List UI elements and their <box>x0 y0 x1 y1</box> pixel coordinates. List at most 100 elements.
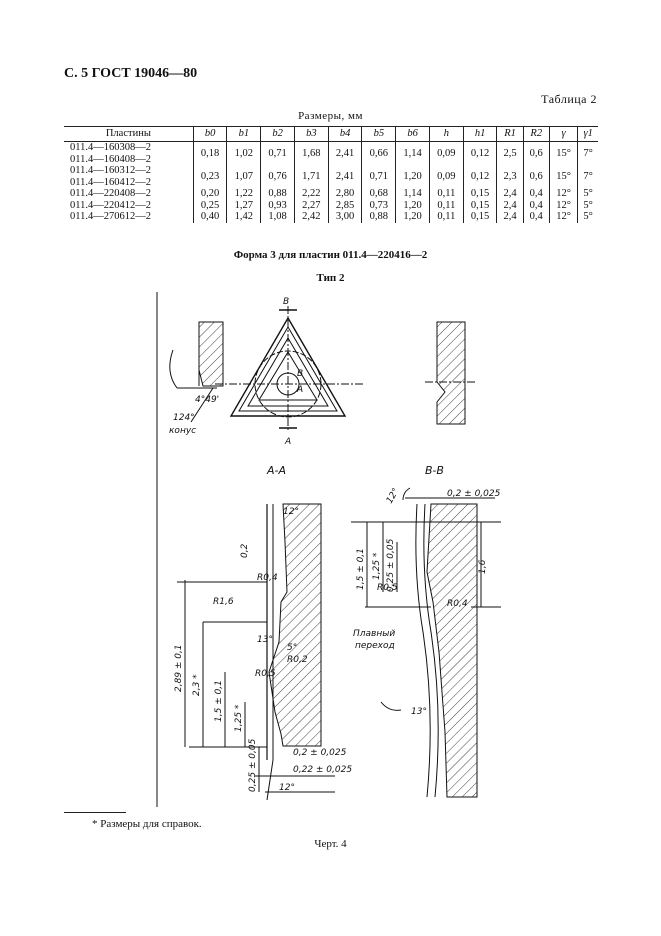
bb-smooth-1: Плавный <box>353 629 395 639</box>
table-cell: 2,27 <box>293 199 329 211</box>
table-cell: 0,11 <box>428 211 464 223</box>
table-cell: 1,68 <box>293 141 329 165</box>
section-bb-title: B-B <box>425 464 444 477</box>
column-header: b3 <box>293 126 329 142</box>
bb-dim-025: 0,25 ± 0,05 <box>386 538 396 592</box>
table-cell: 1,20 <box>395 165 430 188</box>
aa-dim-23: 2,3 * <box>192 674 202 696</box>
aa-angle-13: 13° <box>257 635 273 645</box>
table-cell: 5° <box>577 188 598 200</box>
table-cell: 1,20 <box>395 199 430 211</box>
table-cell: 5° <box>577 199 598 211</box>
figure-caption: Черт. 4 <box>314 838 347 850</box>
table-cell: 3,00 <box>327 211 362 223</box>
plate-designation-cell: 011.4—270612—2 <box>64 211 193 223</box>
table-cell: 2,42 <box>293 211 329 223</box>
column-header: Пластины <box>64 126 194 142</box>
section-aa-title: A-A <box>266 464 286 477</box>
bb-dim-16: 1,6 <box>478 559 488 574</box>
column-header: b4 <box>327 126 362 142</box>
bb-dim-15: 1,5 ± 0,1 <box>356 548 366 590</box>
section-aa <box>177 503 335 801</box>
table-cell: 0,4 <box>522 211 550 223</box>
bb-r05: R0,5 <box>377 583 398 593</box>
footnote-rule <box>64 812 126 813</box>
table-cell: 2,4 <box>496 211 524 223</box>
table-cell: 0,71 <box>260 141 295 165</box>
table-cell: 1,08 <box>260 211 295 223</box>
table-cell: 5° <box>577 211 598 223</box>
table-cell: 0,68 <box>361 188 396 200</box>
table-cell: 15° <box>548 141 578 165</box>
side-view-left <box>169 321 224 423</box>
table-cell: 12° <box>548 188 578 200</box>
aa-dim-15: 1,5 ± 0,1 <box>214 680 224 722</box>
table-cell: 2,41 <box>327 141 362 165</box>
column-header: h <box>428 126 464 142</box>
table-cell: 0,6 <box>522 165 550 188</box>
column-header: R1 <box>496 126 524 142</box>
table-cell: 0,09 <box>428 141 464 165</box>
table-cell: 0,76 <box>260 165 295 188</box>
bb-angle-13: 13° <box>411 707 427 717</box>
table-cell: 0,93 <box>260 199 295 211</box>
table-cell: 2,22 <box>293 188 329 200</box>
table-cell: 0,4 <box>522 199 550 211</box>
table-cell: 12° <box>548 211 578 223</box>
drawing-labels: B B A A 4°49' 124° конус A-A B-B 12° 0,2… <box>169 297 501 793</box>
table-cell: 1,07 <box>226 165 261 188</box>
table-cell: 7° <box>577 141 598 165</box>
table-cell: 0,66 <box>361 141 396 165</box>
table-cell: 0,09 <box>428 165 464 188</box>
sizes-table: Пластины b0 b1 b2 b3 b4 b5 b6 h h1 R1 R2… <box>64 126 598 223</box>
table-cell: 15° <box>548 165 578 188</box>
bb-smooth-2: переход <box>355 641 395 651</box>
aa-r02: R0,2 <box>287 655 308 665</box>
table-cell: 2,4 <box>496 199 524 211</box>
table-cell: 2,3 <box>496 165 524 188</box>
table-cell: 1,27 <box>226 199 261 211</box>
label-a-mid: A <box>296 385 303 395</box>
table-cell: 0,18 <box>192 141 227 165</box>
table-cell: 0,88 <box>260 188 295 200</box>
plate-designation: 011.4—160408—2 <box>70 153 151 165</box>
table-cell: 2,5 <box>496 141 524 165</box>
bb-angle-12: 12° <box>385 487 402 506</box>
column-header: h1 <box>462 126 497 142</box>
table-cell: 0,4 <box>522 188 550 200</box>
plate-designation: 011.4—160312—2 <box>70 165 151 176</box>
aa-dim-02-025: 0,2 ± 0,025 <box>293 748 347 758</box>
table-cell: 7° <box>577 165 598 188</box>
table-cell: 0,25 <box>192 199 227 211</box>
column-header: γ <box>548 126 578 142</box>
table-cell: 0,11 <box>428 188 464 200</box>
table-cell: 1,71 <box>293 165 329 188</box>
table-cell: 2,4 <box>496 188 524 200</box>
table-cell: 2,41 <box>327 165 362 188</box>
form-title: Форма 3 для пластин 011.4—220416—2 <box>233 249 428 261</box>
table-cell: 0,6 <box>522 141 550 165</box>
table-caption: Размеры, мм <box>298 110 363 122</box>
table-cell: 1,14 <box>395 188 430 200</box>
plate-designation: 011.4—220412—2 <box>70 199 151 211</box>
bb-dim-125: 1,25 * <box>372 552 382 580</box>
table-cell: 0,15 <box>462 188 497 200</box>
table-cell: 0,12 <box>462 141 497 165</box>
table-cell: 0,15 <box>462 211 497 223</box>
table-label: Таблица 2 <box>541 92 597 106</box>
table-cell: 1,22 <box>226 188 261 200</box>
aa-angle-5: 5° <box>287 643 297 653</box>
aa-dim-022-025: 0,22 ± 0,025 <box>293 765 352 775</box>
table-cell: 0,20 <box>192 188 227 200</box>
plate-designation-cell: 011.4—220408—2 <box>64 188 193 200</box>
aa-dim-025: 0,25 ± 0,05 <box>248 738 258 792</box>
column-header: R2 <box>522 126 550 142</box>
column-header: b2 <box>260 126 295 142</box>
